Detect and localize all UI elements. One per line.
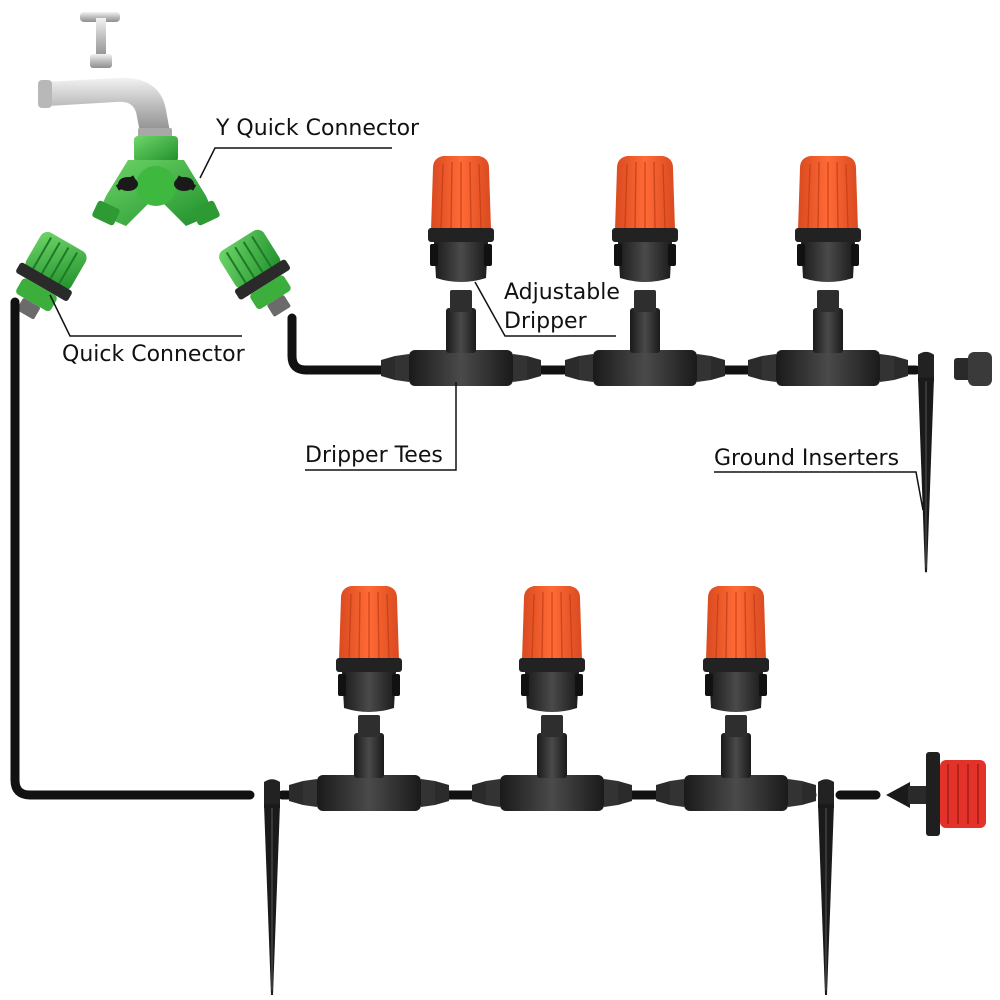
- adjustable-dripper-icon: [427, 155, 495, 283]
- label-ground-inserters: Ground Inserters: [714, 446, 900, 471]
- ground-inserter-icon: [263, 778, 281, 996]
- label-dripper-tees: Dripper Tees: [305, 443, 443, 468]
- end-plug-icon: [954, 352, 992, 386]
- y-connector-icon: [92, 136, 220, 226]
- adjustable-dripper-icon: [794, 155, 862, 283]
- ground-inserter-icon: [917, 351, 935, 573]
- adjustable-dripper-icon: [335, 585, 403, 713]
- label-adjustable-dripper-line2: Dripper: [504, 309, 587, 334]
- ground-inserter-icon: [817, 778, 835, 996]
- flag-dripper-icon: [886, 752, 986, 836]
- dripper-tee-icon: [289, 715, 449, 811]
- dripper-tee-icon: [472, 715, 632, 811]
- leader-lines: [49, 147, 924, 511]
- label-quick-connector: Quick Connector: [62, 342, 245, 367]
- dripper-tee-icon: [656, 715, 816, 811]
- adjustable-dripper-icon: [518, 585, 586, 713]
- adjustable-dripper-icon: [702, 585, 770, 713]
- adjustable-dripper-icon: [611, 155, 679, 283]
- label-adjustable-dripper-line1: Adjustable: [504, 280, 620, 305]
- faucet-icon: [38, 12, 172, 138]
- label-y-quick-connector: Y Quick Connector: [216, 116, 420, 141]
- quick-connector-right-icon: [211, 223, 310, 329]
- dripper-tee-icon: [748, 290, 908, 386]
